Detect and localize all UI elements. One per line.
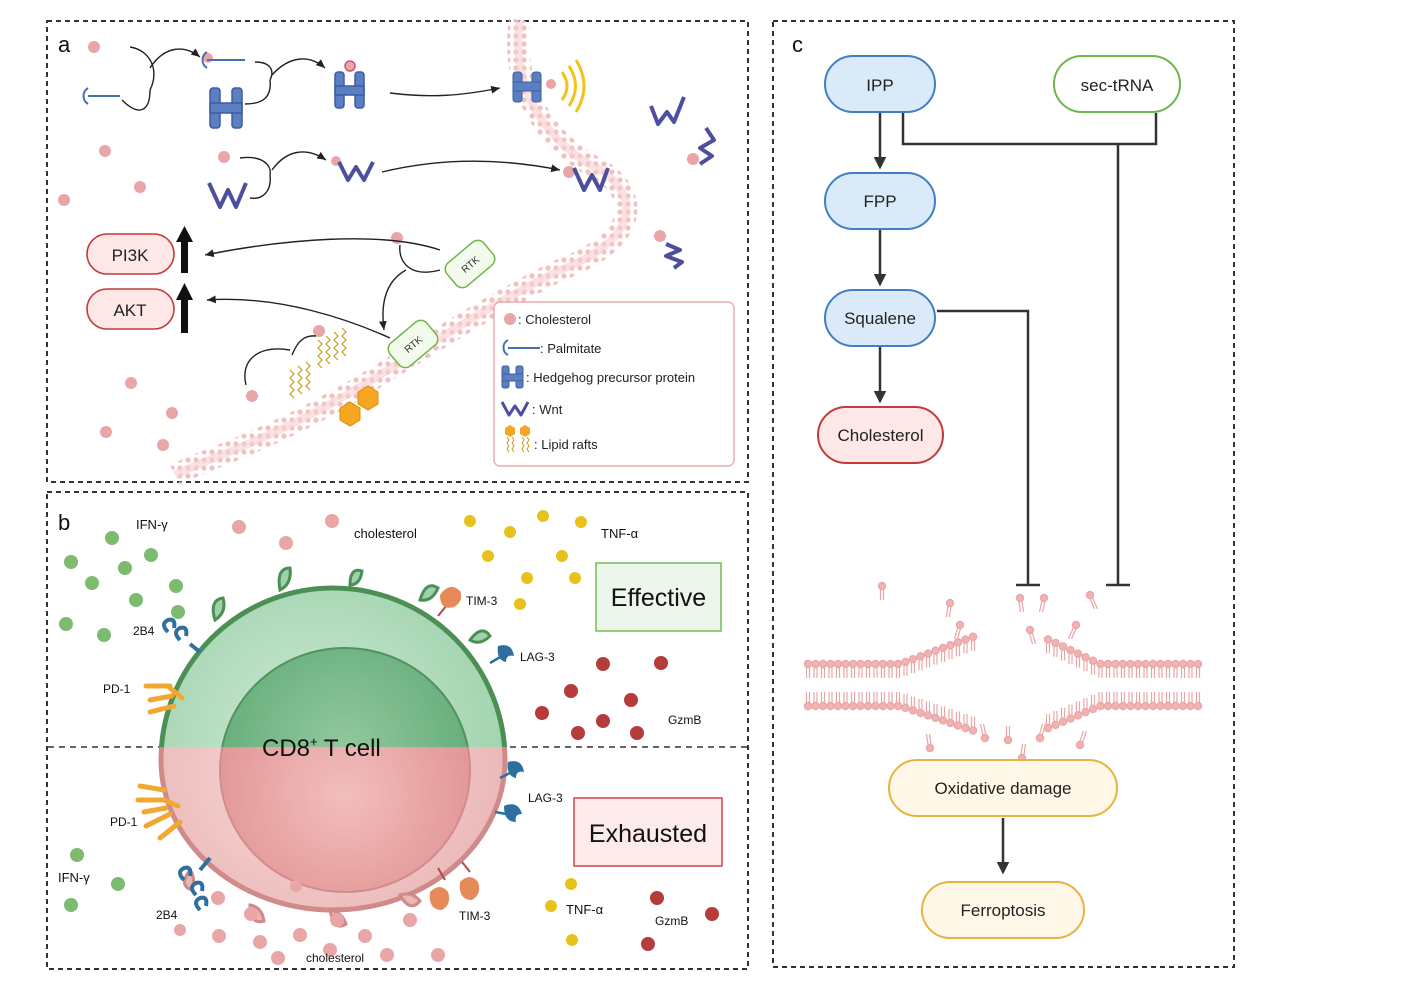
- label-cholesterol-top: cholesterol: [354, 526, 417, 541]
- tnf-dots-bottom: [545, 878, 578, 946]
- label-tnf-bottom: TNF-α: [566, 902, 604, 917]
- panel-c-label: c: [792, 32, 803, 57]
- label-2b4-bottom: 2B4: [156, 908, 178, 922]
- svg-text:Ferroptosis: Ferroptosis: [960, 901, 1045, 920]
- cholesterol-node: Cholesterol: [817, 406, 944, 464]
- tim3-receptor-icon: [429, 861, 480, 910]
- ifn-dots-bottom: [64, 848, 125, 912]
- legend-palmitate: : Palmitate: [540, 341, 601, 356]
- lag3-receptor-icon: [499, 761, 524, 780]
- label-pd1-bottom: PD-1: [110, 815, 138, 829]
- up-arrow-icon: [176, 283, 193, 333]
- pathway-connectors: [873, 113, 1158, 875]
- legend-box: : Cholesterol : Palmitate : Hedgehog pre…: [493, 301, 735, 467]
- rtk-receptor: RTK: [444, 239, 496, 289]
- ifn-dots-top: [59, 531, 185, 642]
- label-cholesterol-bottom: cholesterol: [306, 951, 364, 965]
- label-lag3-bottom: LAG-3: [528, 791, 563, 805]
- cholesterol-dots-bottom: [174, 880, 445, 965]
- reaction-arrows-a: [121, 46, 561, 386]
- damaged-membrane: [803, 581, 1203, 763]
- panel-c-frame: [772, 20, 1235, 968]
- label-gzmb-top: GzmB: [668, 713, 701, 727]
- panel-b-frame: [46, 491, 749, 970]
- up-arrow-icon: [176, 226, 193, 273]
- panel-b-label: b: [58, 510, 70, 535]
- lipid-raft-icon: [289, 327, 379, 427]
- 2b4-receptor-icon: [162, 617, 202, 654]
- hedgehog-signal-icon: [512, 59, 586, 113]
- panel-a-label: a: [58, 32, 71, 57]
- panel-c: c IPP sec-tRNA FPP Squalene: [772, 20, 1235, 968]
- exhausted-badge: Exhausted: [573, 797, 723, 867]
- tim3-receptor-icon: [437, 586, 462, 617]
- oxidative-damage-node: Oxidative damage: [888, 759, 1118, 817]
- pd1-receptor-icon: [135, 783, 183, 841]
- wnt-icon: [207, 182, 248, 209]
- ipp-node: IPP: [824, 55, 936, 113]
- label-tnf-top: TNF-α: [601, 526, 639, 541]
- exhausted-cell-half: [158, 747, 508, 928]
- cholesterol-dots-top: [232, 514, 339, 550]
- fpp-node: FPP: [824, 172, 936, 230]
- svg-text:AKT: AKT: [113, 301, 146, 320]
- gzmb-dots-bottom: [641, 891, 719, 951]
- wnt-icon: [698, 126, 716, 166]
- pi3k-node: PI3K: [86, 233, 175, 275]
- label-2b4-top: 2B4: [133, 624, 155, 638]
- ferroptosis-node: Ferroptosis: [921, 881, 1085, 939]
- wnt-icon: [337, 161, 375, 182]
- akt-node: AKT: [86, 288, 175, 330]
- label-gzmb-bottom: GzmB: [655, 914, 688, 928]
- wnt-icon: [649, 96, 686, 126]
- lag3-receptor-icon: [489, 645, 514, 665]
- label-ifn-bottom: IFN-γ: [58, 870, 90, 885]
- label-ifn-top: IFN-γ: [136, 517, 168, 532]
- svg-text:Effective: Effective: [611, 584, 706, 612]
- wnt-icon: [664, 242, 684, 270]
- panel-a: a: [46, 18, 749, 485]
- wnt-icon: [572, 167, 610, 192]
- tnf-dots-top: [464, 510, 587, 610]
- gzmb-dots-top: [535, 656, 668, 740]
- 2b4-receptor-icon: [178, 856, 212, 912]
- legend-lipid-rafts: : Lipid rafts: [534, 437, 598, 452]
- effective-badge: Effective: [595, 562, 722, 632]
- legend-cholesterol: : Cholesterol: [518, 312, 591, 327]
- panel-a-frame: [46, 20, 749, 483]
- svg-text:IPP: IPP: [866, 76, 893, 95]
- palmitate-icon: [201, 51, 245, 69]
- svg-text:FPP: FPP: [863, 192, 896, 211]
- rtk-receptor: RTK: [387, 319, 439, 369]
- svg-text:sec-tRNA: sec-tRNA: [1081, 76, 1154, 95]
- svg-text:PI3K: PI3K: [112, 246, 150, 265]
- effective-cell-half: [158, 566, 508, 747]
- legend-wnt: : Wnt: [532, 402, 563, 417]
- svg-text:Oxidative damage: Oxidative damage: [934, 779, 1071, 798]
- hedgehog-precursor-icon: [334, 60, 365, 109]
- label-lag3-top: LAG-3: [520, 650, 555, 664]
- panel-b: b: [46, 491, 749, 970]
- svg-text:Cholesterol: Cholesterol: [838, 426, 924, 445]
- label-tim3-bottom: TIM-3: [459, 909, 491, 923]
- label-tim3-top: TIM-3: [466, 594, 498, 608]
- label-pd1-top: PD-1: [103, 682, 131, 696]
- cell-label: CD8+ T cell: [262, 734, 381, 762]
- svg-text:Squalene: Squalene: [844, 309, 916, 328]
- pd1-receptor-icon: [143, 683, 185, 715]
- sec-trna-node: sec-tRNA: [1053, 55, 1181, 113]
- hedgehog-precursor-icon: [209, 87, 243, 129]
- svg-text:Exhausted: Exhausted: [589, 820, 707, 848]
- palmitate-icon: [82, 87, 120, 105]
- lag3-receptor-icon: [494, 804, 522, 822]
- legend-hedgehog: : Hedgehog precursor protein: [526, 370, 695, 385]
- squalene-node: Squalene: [824, 289, 936, 347]
